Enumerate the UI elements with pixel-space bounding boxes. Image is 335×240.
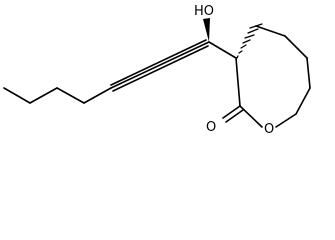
triple-bond — [110, 39, 210, 92]
structure-drawing: HO O O — [3, 4, 311, 137]
bond-c2-c3 — [29, 87, 58, 104]
bond-ring-6 — [239, 105, 263, 128]
hydroxyl-label: HO — [194, 4, 214, 19]
bond-ring-4 — [295, 87, 311, 115]
carbonyl-double-bond — [222, 105, 244, 123]
bond-ring-3 — [306, 57, 311, 89]
bond-ring-5 — [275, 113, 297, 128]
bond-ring-7 — [235, 57, 241, 107]
ring-oxygen-label: O — [264, 122, 274, 137]
hash-bond — [236, 23, 263, 59]
wedge-bond-oh — [203, 18, 210, 42]
bond-ring-1 — [255, 25, 286, 37]
bond-c4-c5 — [83, 87, 112, 104]
carbonyl-oxygen-label: O — [206, 120, 216, 135]
bond-c3-c4 — [56, 87, 85, 104]
bond-carbinol-ring — [208, 41, 237, 59]
bond-ring-2 — [284, 35, 308, 59]
molecule-canvas: HO O O — [3, 4, 311, 137]
bond-c1-c2 — [3, 87, 31, 104]
